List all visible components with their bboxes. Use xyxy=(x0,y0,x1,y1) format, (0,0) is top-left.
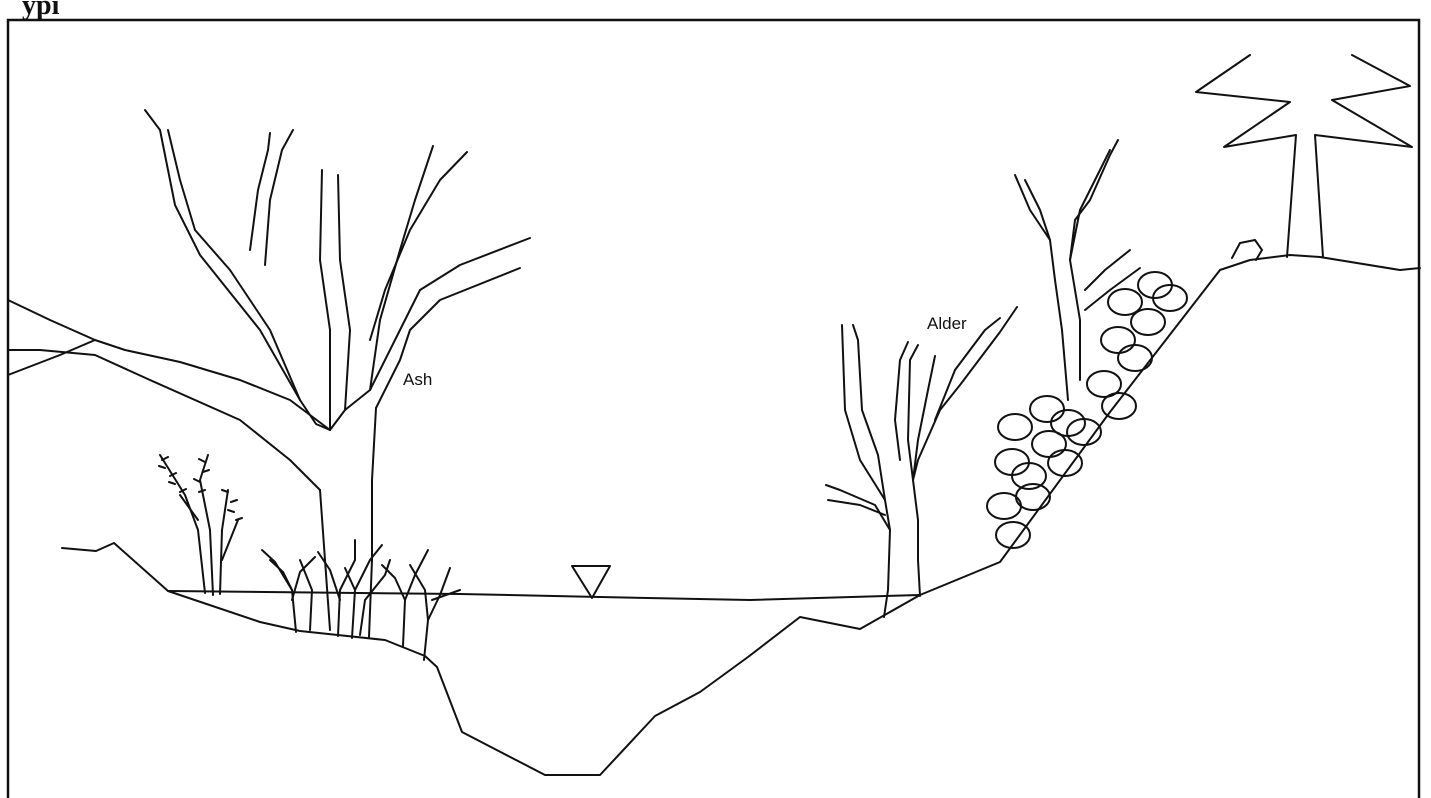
conifer-tree xyxy=(1196,55,1412,257)
bank-tree xyxy=(1015,140,1140,400)
low-shrubs xyxy=(262,540,460,660)
ash-label: Ash xyxy=(403,370,432,389)
water-level-triangle xyxy=(572,566,610,598)
alder-tree xyxy=(826,307,1017,617)
clipped-heading: ypi xyxy=(22,0,60,21)
alder-label: Alder xyxy=(927,314,967,333)
ground-profile-left-bank xyxy=(62,255,1420,775)
small-rock xyxy=(1232,240,1262,260)
water-surface-line xyxy=(168,591,920,600)
boulder-revetment xyxy=(987,272,1187,548)
ash-tree xyxy=(8,110,530,637)
bramble-shrub xyxy=(159,455,242,595)
